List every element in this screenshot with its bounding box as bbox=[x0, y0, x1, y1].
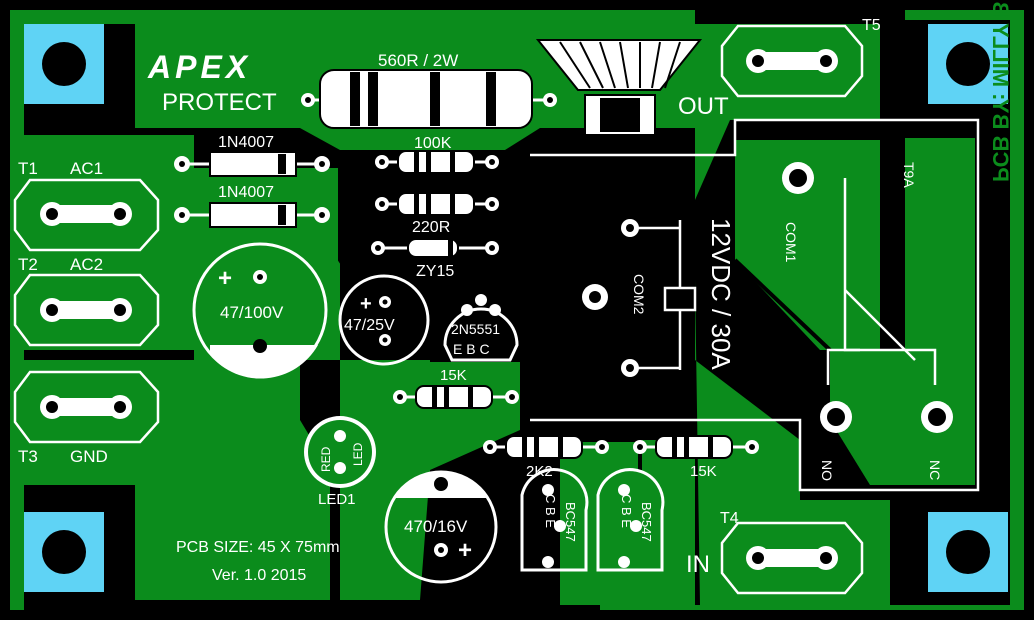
label-out: OUT bbox=[678, 93, 729, 120]
label-15k-a: 15K bbox=[440, 367, 467, 384]
label-pcb-size: PCB SIZE: 45 X 75mm bbox=[176, 539, 340, 556]
label-in: IN bbox=[686, 551, 710, 578]
cap-470-plus: + bbox=[458, 537, 472, 564]
label-zy15: ZY15 bbox=[416, 263, 454, 280]
cap-47-25-plus: + bbox=[360, 293, 372, 315]
label-bc547-a-pins: C B E bbox=[543, 494, 558, 528]
label-com1: COM1 bbox=[783, 222, 799, 263]
label-cap-470: 470/16V bbox=[404, 517, 468, 536]
label-2n5551-pins: E B C bbox=[453, 341, 490, 357]
label-gnd: GND bbox=[70, 447, 108, 466]
label-ac1: AC1 bbox=[70, 159, 103, 178]
transistor-2n5551 bbox=[443, 294, 519, 362]
brand-subtitle: PROTECT bbox=[162, 89, 277, 116]
label-100k: 100K bbox=[414, 135, 452, 152]
label-bc547-b-pins: C B E bbox=[619, 494, 634, 528]
brand-logo: APEX bbox=[147, 49, 251, 85]
label-cap-47-25: 47/25V bbox=[344, 317, 395, 334]
resistor-560r bbox=[301, 69, 557, 129]
terminal-t5 bbox=[720, 24, 864, 98]
label-220r: 220R bbox=[412, 219, 450, 236]
label-2k2: 2K2 bbox=[526, 463, 553, 480]
label-t2: T2 bbox=[18, 255, 38, 274]
label-2n5551: 2N5551 bbox=[451, 321, 500, 337]
terminal-t1 bbox=[13, 178, 160, 252]
label-t1: T1 bbox=[18, 159, 38, 178]
label-led-led: LED bbox=[351, 442, 365, 466]
label-t9a: T9A bbox=[901, 162, 917, 188]
label-d2: 1N4007 bbox=[218, 184, 274, 201]
label-t3: T3 bbox=[18, 447, 38, 466]
cap-47-100-plus: + bbox=[218, 265, 232, 292]
label-com2: COM2 bbox=[631, 274, 647, 315]
terminal-pads bbox=[40, 49, 838, 570]
cap-470-16v bbox=[384, 470, 498, 584]
label-d1: 1N4007 bbox=[218, 134, 274, 151]
relay bbox=[530, 118, 980, 492]
label-t5: T5 bbox=[862, 17, 881, 34]
terminal-t3 bbox=[13, 370, 160, 444]
mounting-pads bbox=[24, 24, 1008, 592]
label-bc547-a: BC547 bbox=[563, 502, 578, 542]
label-t4: T4 bbox=[720, 510, 739, 527]
small-resistors bbox=[371, 150, 759, 459]
label-led1: LED1 bbox=[318, 491, 356, 508]
cap-47-25v bbox=[338, 274, 430, 366]
speaker-icon bbox=[535, 39, 703, 136]
label-560r: 560R / 2W bbox=[378, 51, 458, 70]
label-credit: PCB BY: MILLY B. C bbox=[988, 0, 1013, 182]
silkscreen-labels: APEX PROTECT 560R / 2W OUT T5 T1 AC1 T2 … bbox=[18, 17, 943, 584]
label-ac2: AC2 bbox=[70, 255, 103, 274]
terminal-t4 bbox=[720, 521, 864, 595]
label-bc547-b: BC547 bbox=[639, 502, 654, 542]
terminal-t2 bbox=[13, 273, 160, 347]
label-version: Ver. 1.0 2015 bbox=[212, 567, 306, 584]
label-nc: NC bbox=[927, 460, 943, 480]
label-relay-rating: 12VDC / 30A bbox=[706, 218, 736, 370]
diodes bbox=[174, 151, 330, 228]
terminal-blocks bbox=[13, 24, 864, 595]
label-led-red: RED bbox=[319, 446, 333, 472]
transistors-bc547 bbox=[520, 468, 665, 572]
label-no: NO bbox=[819, 460, 835, 481]
capacitors bbox=[192, 242, 498, 584]
label-15k-b: 15K bbox=[690, 463, 717, 480]
label-cap-47-100: 47/100V bbox=[220, 303, 284, 322]
led1 bbox=[304, 416, 376, 488]
